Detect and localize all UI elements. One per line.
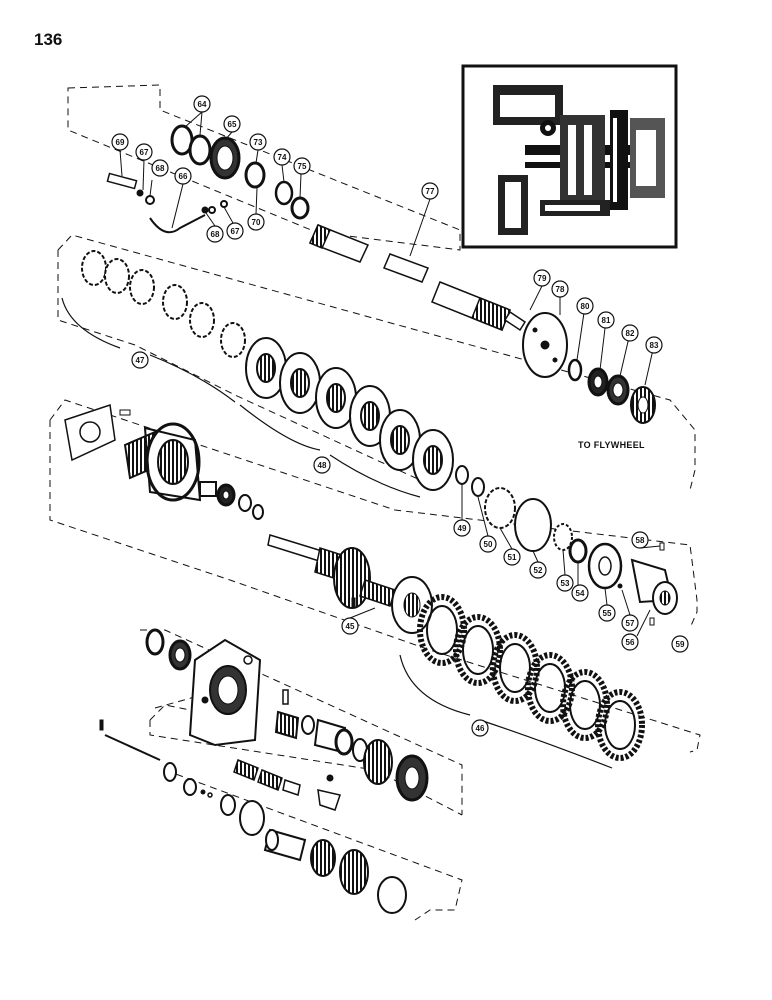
callout-69: 69	[111, 133, 129, 151]
callout-58: 58	[631, 531, 649, 549]
callout-50: 50	[479, 535, 497, 553]
svg-text:78: 78	[556, 285, 565, 294]
callout-79: 79	[533, 269, 551, 287]
callout-73: 73	[249, 133, 267, 151]
callout-68a: 68	[151, 159, 169, 177]
svg-text:69: 69	[116, 138, 125, 147]
callout-68b: 68	[206, 225, 224, 243]
svg-text:53: 53	[561, 579, 570, 588]
svg-text:46: 46	[476, 724, 485, 733]
pump-housing-assembly	[99, 628, 429, 914]
plates-47	[81, 250, 246, 358]
callout-49: 49	[453, 519, 471, 537]
callout-81: 81	[597, 311, 615, 329]
svg-text:83: 83	[650, 341, 659, 350]
svg-text:64: 64	[198, 100, 207, 109]
callout-48: 48	[313, 456, 331, 474]
svg-text:74: 74	[278, 153, 287, 162]
callout-67b: 67	[226, 222, 244, 240]
callout-leaders	[119, 111, 661, 637]
svg-text:56: 56	[626, 638, 635, 647]
svg-text:77: 77	[426, 187, 435, 196]
callout-82: 82	[621, 324, 639, 342]
output-shaft-gear	[267, 534, 433, 634]
svg-text:73: 73	[254, 138, 263, 147]
callout-46: 46	[471, 719, 489, 737]
callout-78: 78	[551, 280, 569, 298]
svg-text:68: 68	[211, 230, 220, 239]
svg-text:49: 49	[458, 524, 467, 533]
svg-text:54: 54	[576, 589, 585, 598]
callout-54: 54	[571, 584, 589, 602]
discs-48	[245, 337, 454, 491]
callout-70: 70	[247, 213, 265, 231]
svg-text:65: 65	[228, 120, 237, 129]
svg-text:81: 81	[602, 316, 611, 325]
callout-51: 51	[503, 548, 521, 566]
svg-text:82: 82	[626, 329, 635, 338]
shaft-77	[308, 224, 511, 331]
callout-47: 47	[131, 351, 149, 369]
svg-text:55: 55	[603, 609, 612, 618]
svg-text:80: 80	[581, 302, 590, 311]
callouts: 64 65 66 67 68 69 68 67 70 73 74 75 77 7…	[111, 95, 689, 737]
callout-57: 57	[621, 614, 639, 632]
svg-text:45: 45	[346, 622, 355, 631]
svg-text:67: 67	[140, 148, 149, 157]
svg-text:70: 70	[252, 218, 261, 227]
cross-section-inset	[461, 64, 678, 249]
svg-text:79: 79	[538, 274, 547, 283]
page-number: 136	[34, 30, 63, 49]
top-parts-group	[106, 124, 310, 234]
svg-text:51: 51	[508, 553, 517, 562]
parts-78-83	[503, 310, 656, 424]
callout-59: 59	[671, 635, 689, 653]
svg-text:66: 66	[179, 172, 188, 181]
callout-74: 74	[273, 148, 291, 166]
drum-assembly	[64, 404, 264, 520]
callout-56: 56	[621, 633, 639, 651]
svg-text:52: 52	[534, 566, 543, 575]
braces	[61, 297, 613, 769]
callout-83: 83	[645, 336, 663, 354]
callout-65: 65	[223, 115, 241, 133]
callout-64: 64	[193, 95, 211, 113]
svg-text:57: 57	[626, 619, 635, 628]
callout-75: 75	[293, 157, 311, 175]
callout-45: 45	[341, 617, 359, 635]
svg-text:48: 48	[318, 461, 327, 470]
callout-67a: 67	[135, 143, 153, 161]
to-flywheel-label: TO FLYWHEEL	[578, 440, 645, 450]
callout-55: 55	[598, 604, 616, 622]
callout-77: 77	[421, 182, 439, 200]
svg-text:75: 75	[298, 162, 307, 171]
svg-text:67: 67	[231, 227, 240, 236]
callout-66: 66	[174, 167, 192, 185]
svg-text:59: 59	[676, 640, 685, 649]
svg-text:68: 68	[156, 164, 165, 173]
plates-46	[417, 594, 645, 761]
parts-49-59	[455, 465, 678, 626]
callout-53: 53	[556, 574, 574, 592]
svg-text:58: 58	[636, 536, 645, 545]
svg-text:50: 50	[484, 540, 493, 549]
callout-52: 52	[529, 561, 547, 579]
callout-80: 80	[576, 297, 594, 315]
svg-text:47: 47	[136, 356, 145, 365]
